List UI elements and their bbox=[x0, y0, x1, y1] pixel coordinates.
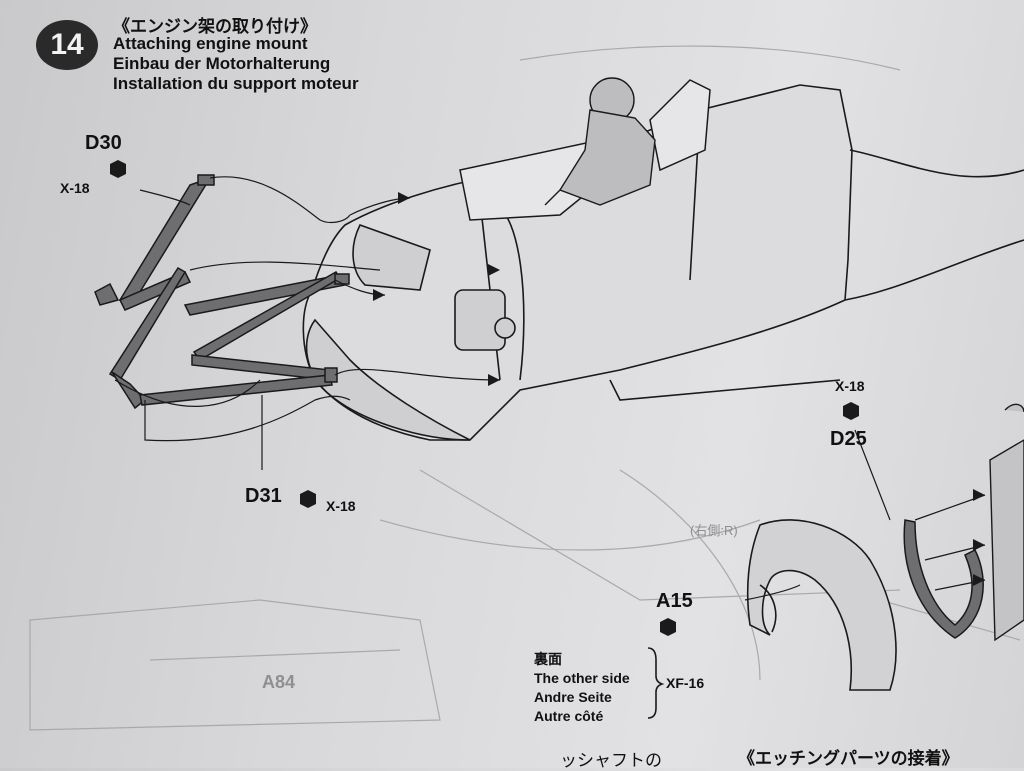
pilot-figure bbox=[544, 77, 656, 206]
part-label-d25: D25 bbox=[830, 428, 867, 450]
paint-marker-icon bbox=[660, 618, 676, 636]
assembly-arrowheads bbox=[373, 192, 985, 586]
color-bracket bbox=[647, 647, 665, 719]
note-other-side-fr: Autre côté bbox=[534, 708, 604, 724]
step-title-en: Attaching engine mount bbox=[113, 34, 308, 53]
next-step-title-jp: 《エッチングパーツの接着》 bbox=[738, 749, 959, 768]
show-through-side-note: (右側:R) bbox=[690, 523, 738, 538]
paint-code-other-side: XF-16 bbox=[666, 675, 705, 691]
note-other-side-en: The other side bbox=[534, 670, 630, 686]
part-label-d30: D30 bbox=[85, 132, 122, 154]
note-other-side-jp: 裏面 bbox=[534, 651, 562, 667]
engine-cowling-front bbox=[305, 224, 516, 441]
d31-engine-mount-part bbox=[139, 271, 350, 406]
d30-engine-mount-part bbox=[94, 174, 215, 410]
paint-marker-icon bbox=[110, 160, 126, 178]
engine-detail-right bbox=[989, 403, 1024, 642]
show-through-part-code: A84 bbox=[262, 672, 296, 692]
a15-cowling-flap-part bbox=[746, 519, 897, 691]
paint-marker-icon bbox=[300, 490, 316, 508]
note-other-side-de: Andre Seite bbox=[534, 689, 612, 705]
paint-code-d30: X-18 bbox=[60, 180, 90, 196]
step-title-de: Einbau der Motorhalterung bbox=[113, 54, 331, 73]
part-label-a15: A15 bbox=[656, 590, 693, 612]
part-label-d31: D31 bbox=[245, 485, 282, 507]
paint-marker-icon bbox=[843, 402, 859, 420]
step-number-badge: 14 bbox=[36, 20, 98, 70]
bottom-fragment-text: ッシャフトの bbox=[560, 751, 662, 770]
paint-code-d25: X-18 bbox=[835, 378, 865, 394]
show-through-artwork bbox=[29, 45, 1021, 731]
paint-code-d31: X-18 bbox=[326, 498, 356, 514]
d25-part bbox=[903, 519, 984, 639]
step-title-fr: Installation du support moteur bbox=[113, 74, 359, 93]
step-title-jp: 《エンジン架の取り付け》 bbox=[113, 17, 317, 36]
